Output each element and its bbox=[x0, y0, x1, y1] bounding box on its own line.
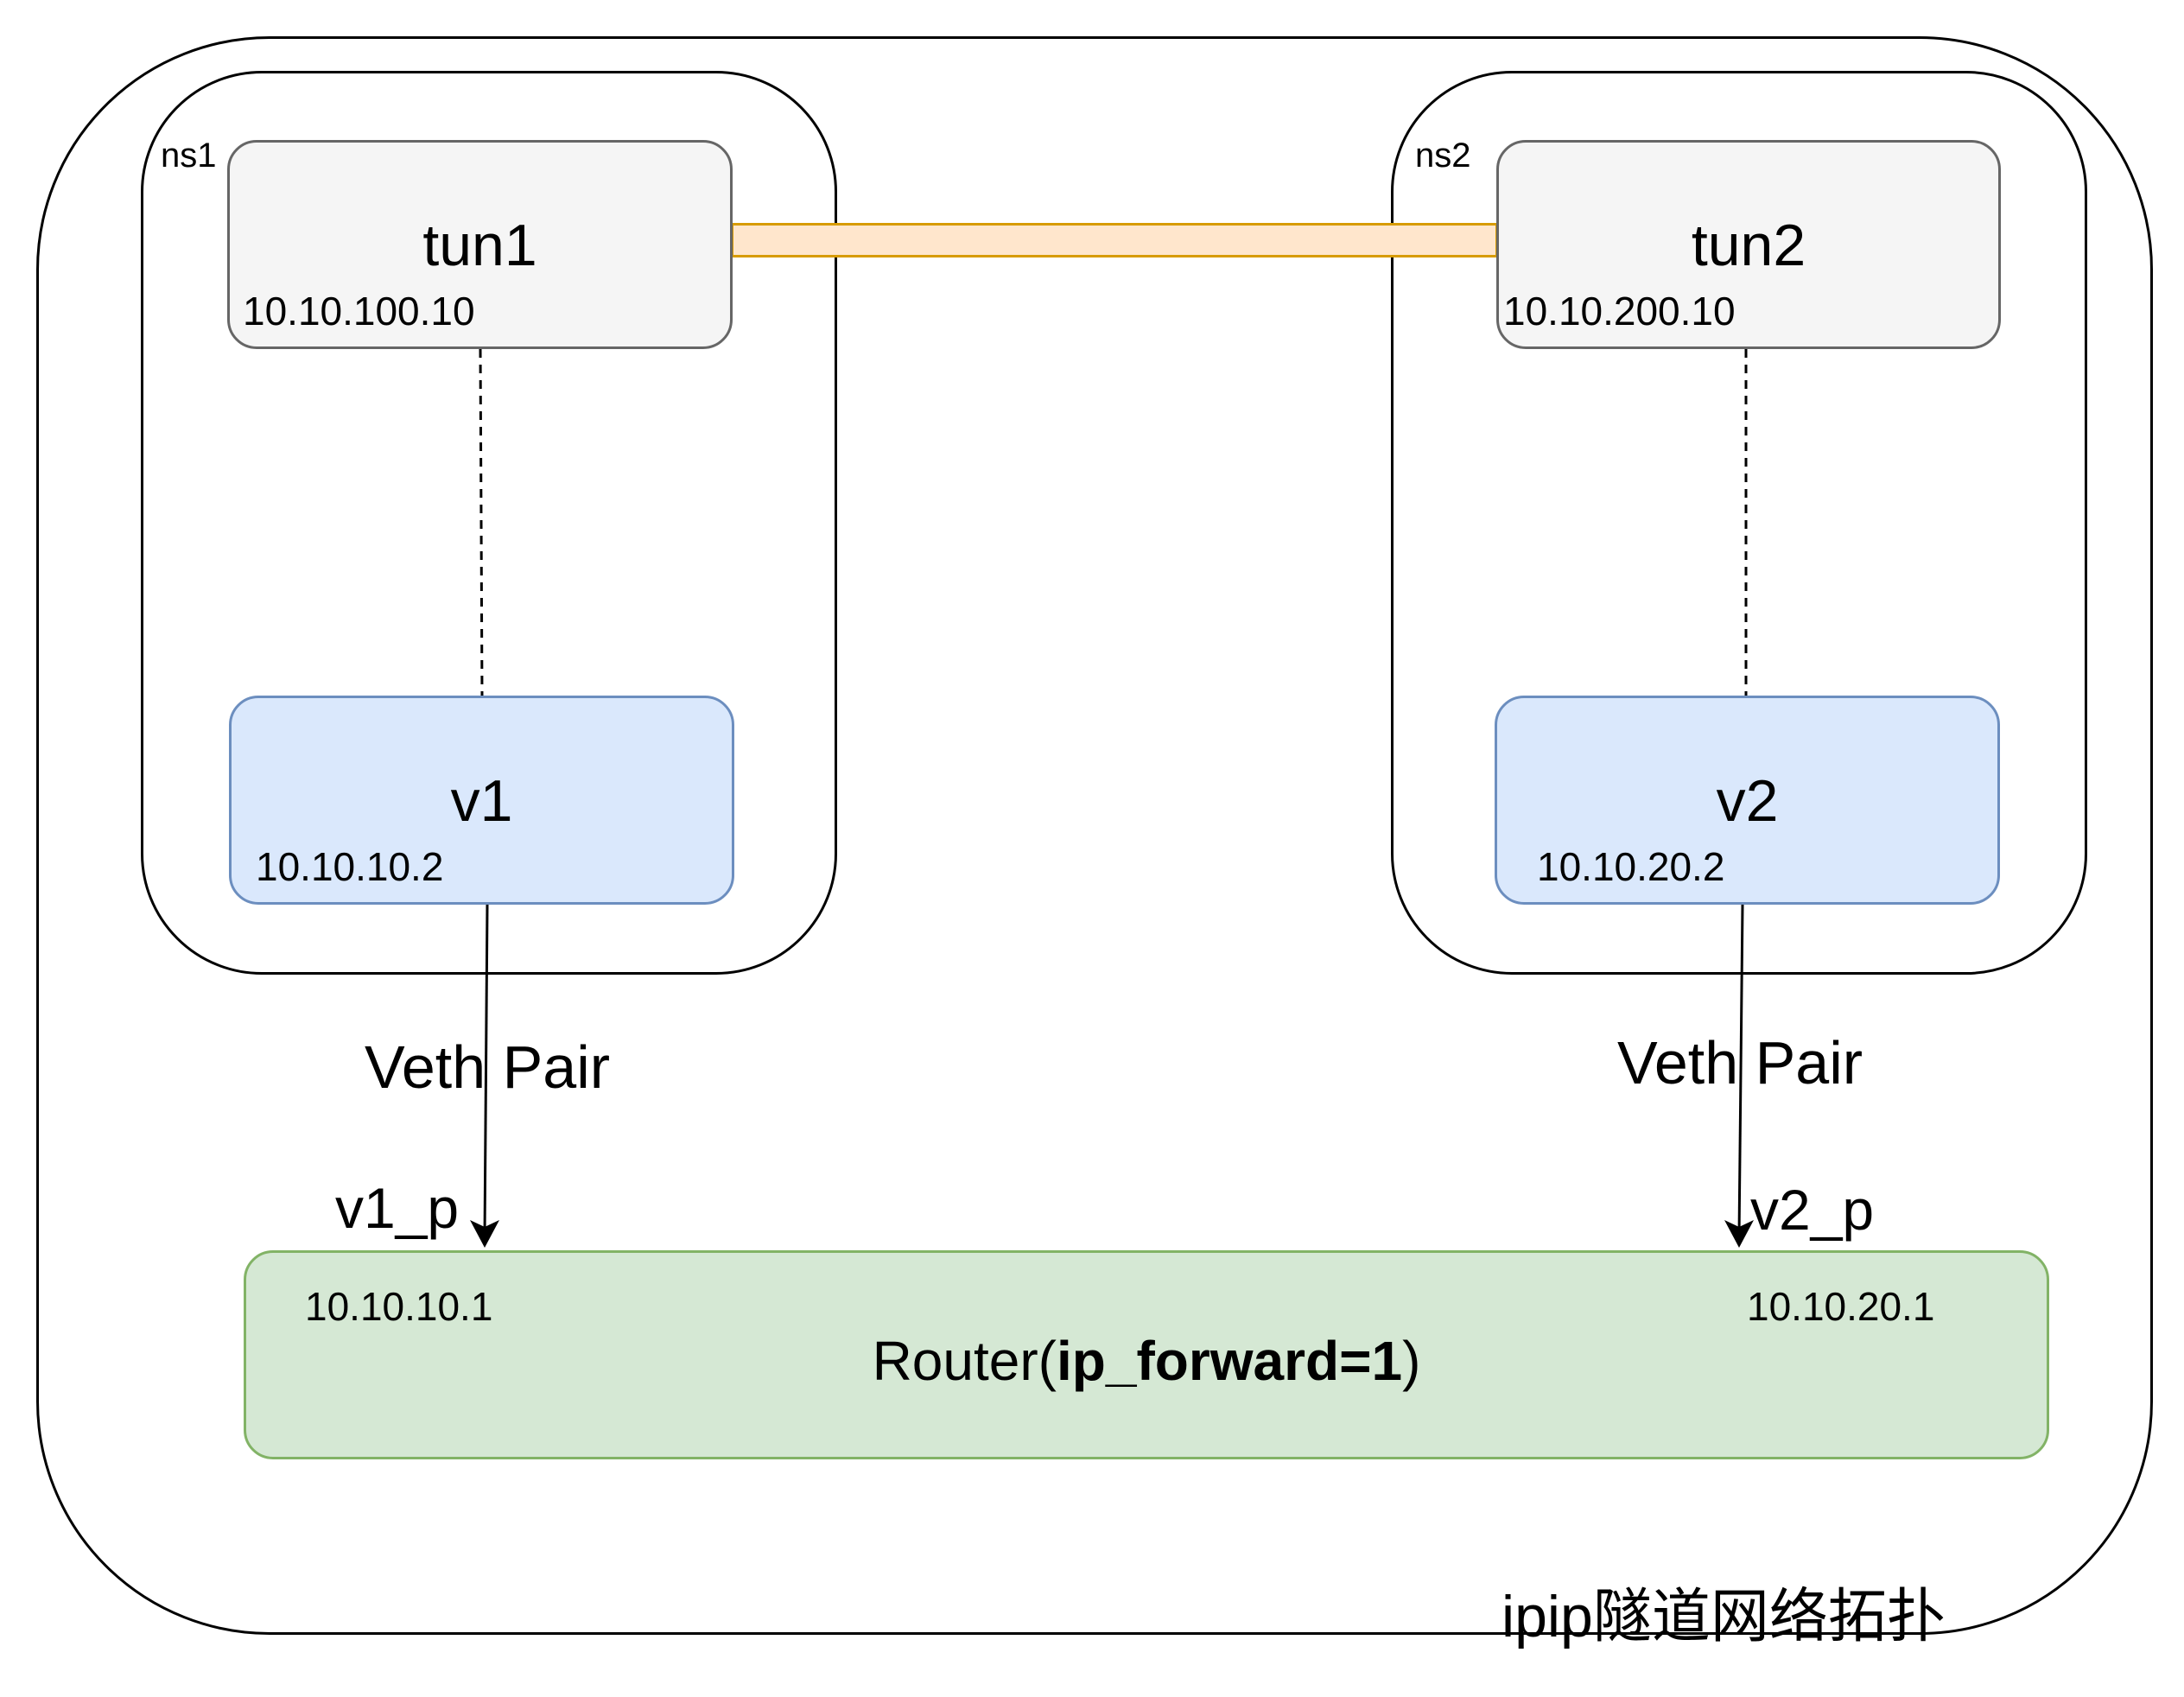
v1-node: v1 10.10.10.2 bbox=[229, 696, 734, 905]
tun2-node: tun2 10.10.200.10 bbox=[1496, 140, 2001, 349]
router-node: 10.10.10.1 10.10.20.1 Router(ip_forward=… bbox=[244, 1250, 2049, 1459]
v2-peer-label: v2_p bbox=[1750, 1178, 1875, 1242]
namespace-ns1-label: ns1 bbox=[161, 137, 217, 175]
v2-node: v2 10.10.20.2 bbox=[1495, 696, 2000, 905]
tun1-node: tun1 10.10.100.10 bbox=[227, 140, 733, 349]
tun2-ip: 10.10.200.10 bbox=[1503, 289, 1736, 334]
right-veth-pair-label: Veth Pair bbox=[1617, 1029, 1863, 1096]
v1-title: v1 bbox=[450, 768, 513, 834]
namespace-ns1 bbox=[141, 71, 837, 975]
tun2-title: tun2 bbox=[1691, 213, 1806, 278]
tun1-ip: 10.10.100.10 bbox=[243, 289, 475, 334]
namespace-ns2-label: ns2 bbox=[1415, 137, 1471, 175]
router-title-suffix: ) bbox=[1402, 1330, 1421, 1392]
v1-peer-label: v1_p bbox=[335, 1176, 460, 1240]
ipip-tunnel-link bbox=[731, 223, 1498, 257]
router-title-prefix: Router( bbox=[872, 1330, 1057, 1392]
left-veth-pair-label: Veth Pair bbox=[365, 1033, 611, 1101]
v1-ip: 10.10.10.2 bbox=[256, 844, 444, 889]
router-title-bold: ip_forward=1 bbox=[1056, 1330, 1403, 1392]
diagram-caption: ipip隧道网络拓扑 bbox=[1502, 1584, 1946, 1649]
router-left-ip: 10.10.10.1 bbox=[305, 1284, 493, 1329]
router-title: Router(ip_forward=1) bbox=[246, 1329, 2047, 1393]
host-container bbox=[36, 36, 2153, 1635]
router-right-ip: 10.10.20.1 bbox=[1747, 1284, 1935, 1329]
v2-ip: 10.10.20.2 bbox=[1537, 844, 1725, 889]
v2-title: v2 bbox=[1716, 768, 1779, 834]
tun1-title: tun1 bbox=[422, 213, 537, 278]
